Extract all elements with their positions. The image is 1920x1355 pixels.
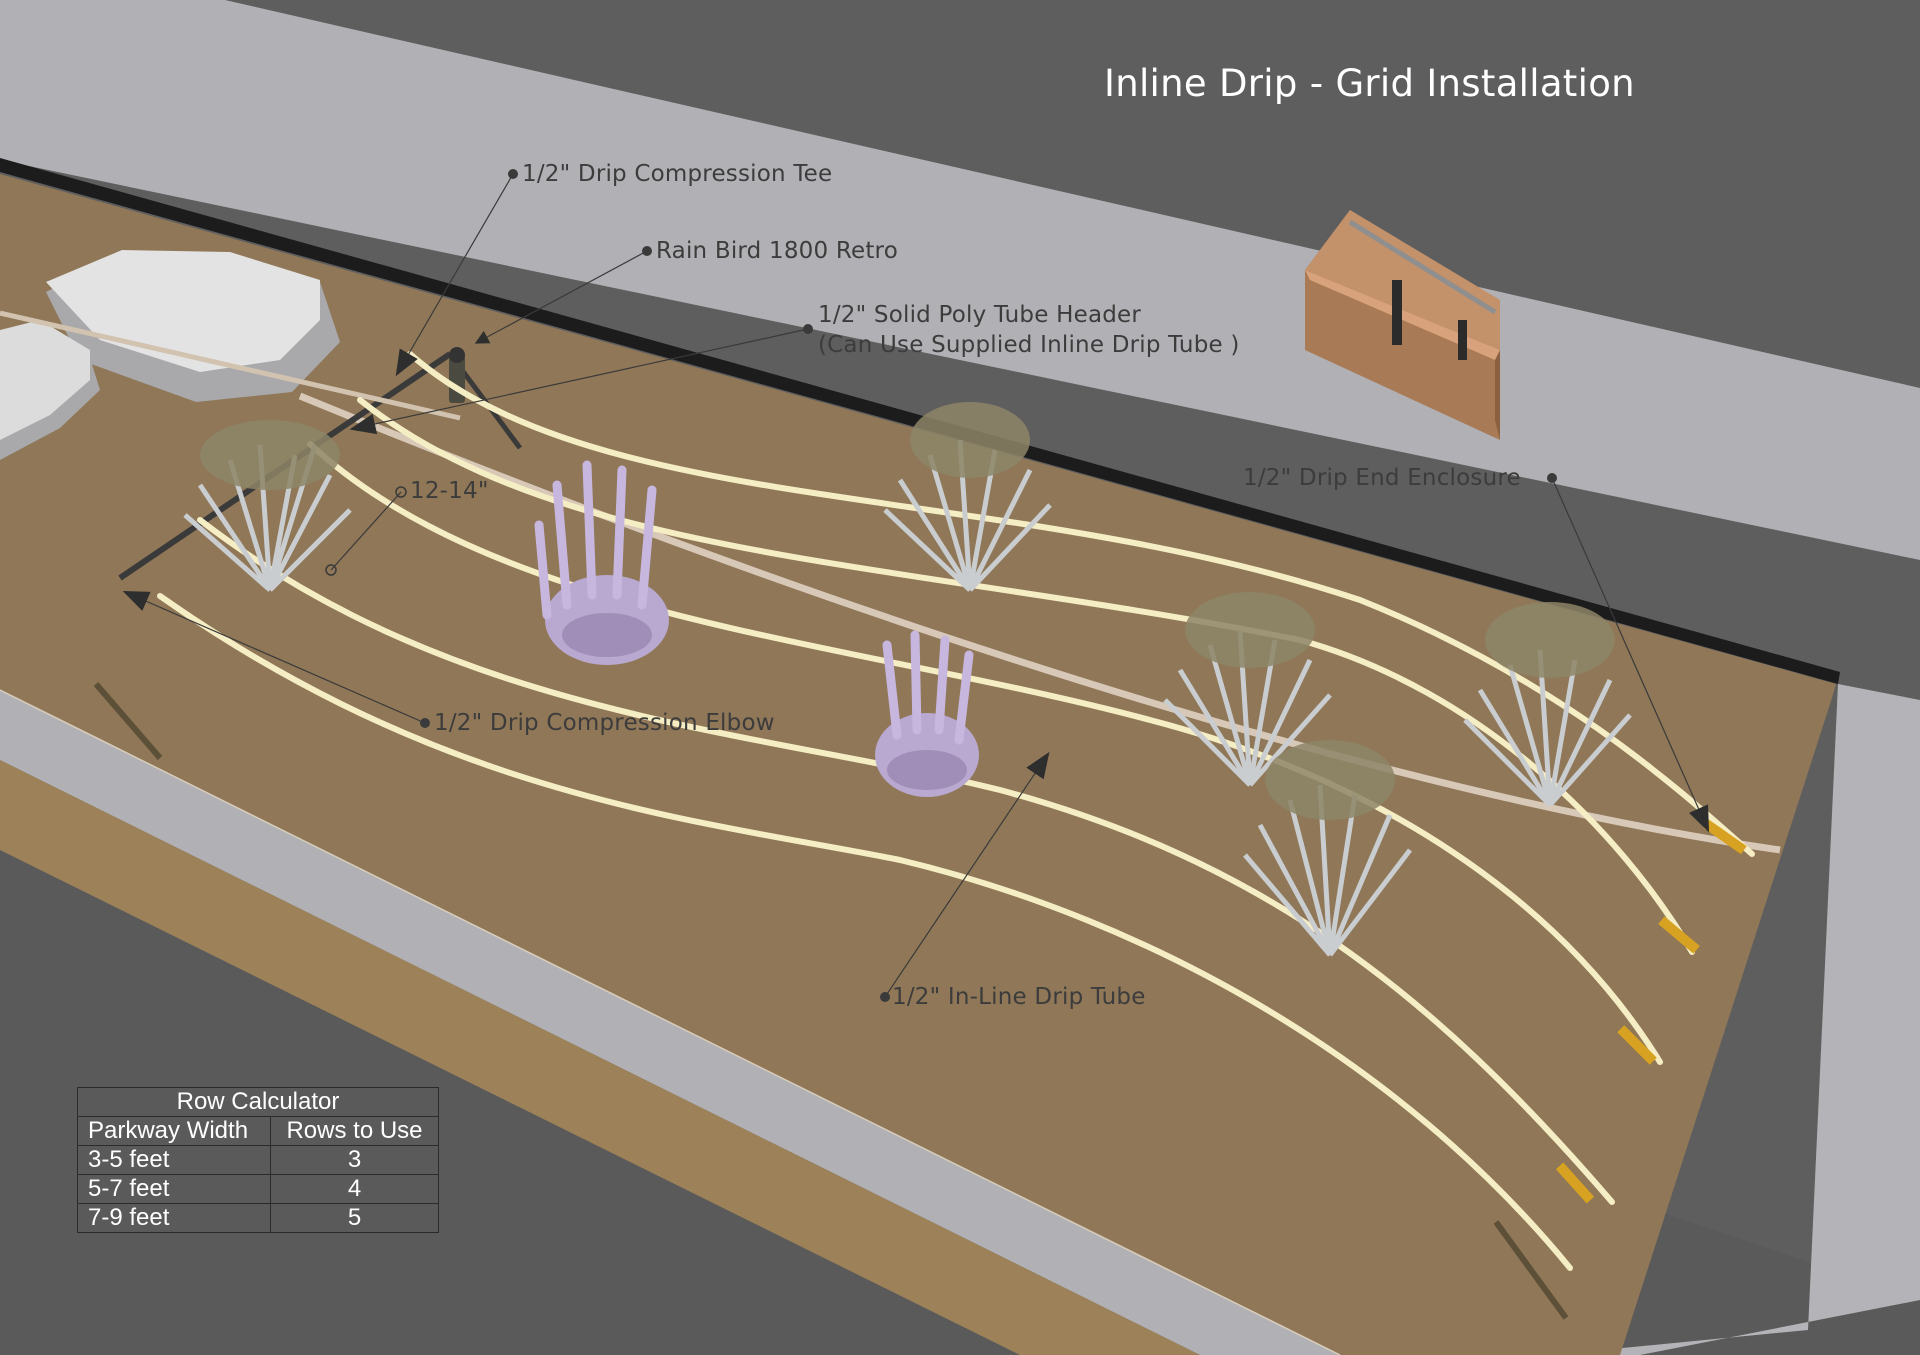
row-calculator-table: Row Calculator Parkway Width Rows to Use… bbox=[77, 1087, 439, 1233]
table-caption: Row Calculator bbox=[77, 1087, 439, 1117]
width-cell: 7-9 feet bbox=[77, 1203, 271, 1233]
rows-cell: 4 bbox=[270, 1174, 439, 1204]
header-tube-label-line2: (Can Use Supplied Inline Drip Tube ) bbox=[818, 332, 1240, 358]
back-sidewalk bbox=[0, 0, 1920, 560]
drip-tubes bbox=[157, 351, 1755, 1271]
column-header-rows: Rows to Use bbox=[270, 1116, 439, 1146]
right-sidewalk bbox=[1550, 684, 1920, 1355]
header-tube-label-line1: 1/2" Solid Poly Tube Header bbox=[818, 302, 1142, 328]
diagram-title: Inline Drip - Grid Installation bbox=[1104, 62, 1635, 105]
table-caption-row: Row Calculator bbox=[77, 1087, 439, 1117]
header-tube-label: 1/2" Solid Poly Tube Header (Can Use Sup… bbox=[818, 300, 1240, 360]
rows-cell: 3 bbox=[270, 1145, 439, 1175]
toolbox bbox=[1305, 210, 1500, 440]
inline-tube-label: 1/2" In-Line Drip Tube bbox=[892, 984, 1146, 1010]
spacing-markers bbox=[325, 486, 407, 576]
compression-elbow-label: 1/2" Drip Compression Elbow bbox=[434, 710, 775, 736]
width-cell: 5-7 feet bbox=[77, 1174, 271, 1204]
front-curb-face bbox=[0, 760, 1200, 1355]
stake bbox=[1493, 1220, 1569, 1320]
bed-edge-line bbox=[0, 689, 1341, 1355]
row-spacing-label: 12-14" bbox=[410, 478, 489, 504]
compression-tee-label: 1/2" Drip Compression Tee bbox=[522, 161, 833, 187]
leader-dots bbox=[420, 169, 1557, 1002]
table-row: 3-5 feet 3 bbox=[77, 1145, 439, 1175]
tube-end-enclosures bbox=[1555, 819, 1747, 1204]
lavender-plants bbox=[534, 460, 979, 797]
table-row: 5-7 feet 4 bbox=[77, 1174, 439, 1204]
end-enclosure-label: 1/2" Drip End Enclosure bbox=[1243, 465, 1521, 491]
table-row: 7-9 feet 5 bbox=[77, 1203, 439, 1233]
leader-lines bbox=[122, 173, 1710, 998]
rows-cell: 5 bbox=[270, 1203, 439, 1233]
table-header-row: Parkway Width Rows to Use bbox=[77, 1116, 439, 1146]
width-cell: 3-5 feet bbox=[77, 1145, 271, 1175]
stepping-stones bbox=[0, 250, 340, 460]
stake bbox=[93, 682, 163, 760]
column-header-width: Parkway Width bbox=[77, 1116, 271, 1146]
rain-bird-label: Rain Bird 1800 Retro bbox=[656, 238, 898, 264]
ornamental-grasses bbox=[183, 402, 1632, 957]
lateral-line bbox=[298, 392, 1781, 854]
